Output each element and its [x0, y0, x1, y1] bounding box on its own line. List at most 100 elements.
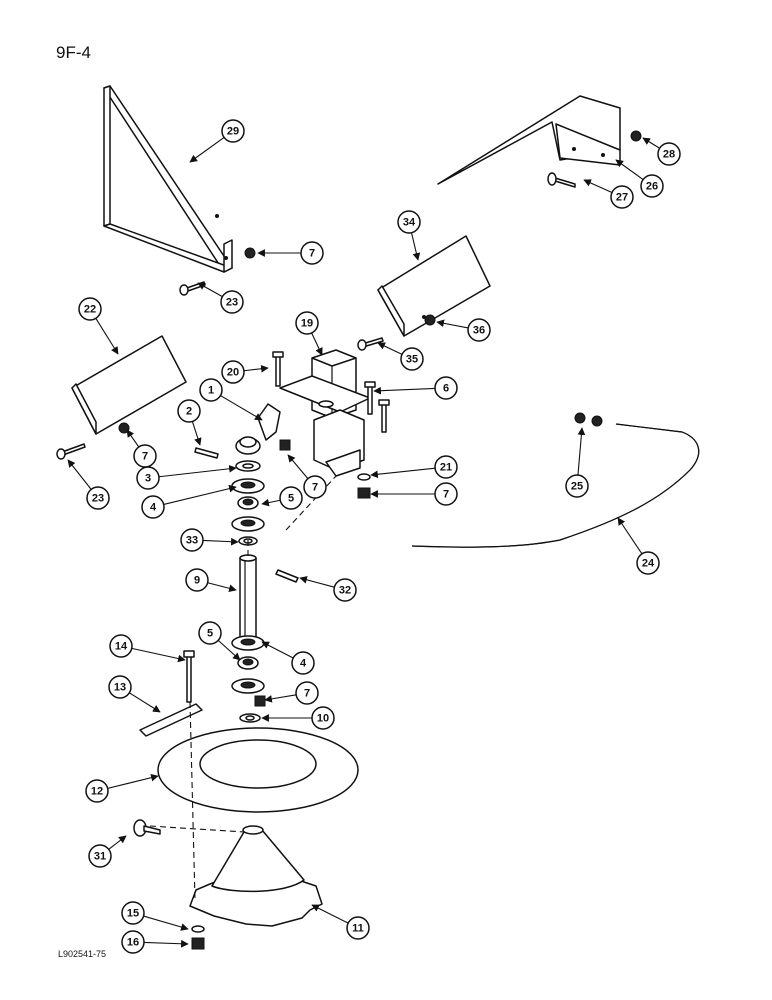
callout-27: 27	[583, 179, 634, 209]
callout-circle	[434, 482, 458, 506]
callout-leader	[207, 582, 237, 593]
callout-circle	[136, 466, 160, 490]
callout-circle	[434, 455, 458, 479]
callout-7: 7	[257, 241, 324, 265]
callout-6: 6	[373, 376, 458, 400]
callout-label: 7	[142, 451, 148, 463]
callout-35: 35	[377, 342, 424, 371]
callout-circle	[400, 347, 424, 371]
callout-label: 34	[403, 217, 416, 229]
callout-leader	[191, 421, 202, 446]
callout-label: 32	[339, 585, 351, 597]
part-21-washer	[357, 473, 371, 481]
part-10-washer	[239, 713, 261, 723]
callout-label: 23	[92, 493, 104, 505]
part-4-flange-lower	[231, 516, 265, 532]
callout-circle	[198, 621, 222, 645]
callout-label: 5	[207, 628, 213, 640]
callout-circle	[346, 916, 370, 940]
callout-16: 16	[121, 930, 189, 954]
callout-leader	[189, 136, 225, 163]
callout-label: 20	[227, 367, 239, 379]
callout-label: 9	[194, 575, 200, 587]
callout-label: 3	[145, 473, 151, 485]
callout-circle	[434, 376, 458, 400]
callout-1: 1	[199, 378, 263, 421]
callout-leader	[261, 498, 281, 507]
callout-label: 7	[312, 482, 318, 494]
callout-31: 31	[88, 835, 127, 868]
callout-22: 22	[78, 297, 119, 355]
callout-leader	[107, 773, 159, 789]
callout-label: 14	[115, 641, 128, 653]
callout-circle	[85, 779, 109, 803]
part-6-bolts	[364, 381, 390, 433]
callout-3: 3	[136, 464, 237, 490]
callout-circle	[221, 360, 245, 384]
callout-label: 22	[84, 304, 96, 316]
part-27-bolt	[547, 172, 576, 188]
part-7-nut-left	[118, 422, 130, 434]
callout-circle	[78, 297, 102, 321]
callout-10: 10	[261, 706, 335, 730]
callout-36: 36	[436, 318, 491, 342]
callout-leader	[129, 692, 161, 713]
callout-circle	[221, 119, 245, 143]
callout-circle	[303, 475, 327, 499]
callout-4: 4	[141, 484, 237, 519]
callout-label: 7	[309, 248, 315, 260]
callout-label: 2	[186, 406, 192, 418]
callout-29: 29	[189, 119, 245, 163]
callout-label: 31	[94, 851, 106, 863]
callout-circle	[565, 474, 589, 498]
callout-19: 19	[295, 311, 323, 356]
part-34-shield	[377, 235, 491, 337]
callout-label: 4	[300, 658, 307, 670]
part-24-rod	[411, 423, 700, 548]
callout-circle	[141, 495, 165, 519]
callout-label: 7	[443, 489, 449, 501]
callout-label: 36	[473, 325, 485, 337]
callout-circle	[300, 241, 324, 265]
callout-leader	[373, 386, 436, 395]
part-29-side-panel	[103, 85, 233, 273]
callout-label: 26	[646, 181, 658, 193]
callout-circle	[88, 844, 112, 868]
callout-7: 7	[370, 482, 458, 506]
callout-label: 35	[406, 354, 418, 366]
callout-circle	[636, 551, 660, 575]
assembly-lines	[149, 475, 337, 901]
callout-leader	[158, 464, 237, 478]
callout-leader	[436, 319, 469, 329]
callout-5: 5	[198, 621, 241, 661]
callout-leader	[370, 467, 436, 479]
callout-label: 24	[642, 558, 655, 570]
callout-leader	[410, 232, 421, 261]
part-36-nut	[424, 314, 436, 326]
callout-21: 21	[370, 455, 458, 479]
callout-7: 7	[264, 681, 319, 705]
part-7-nut-top	[244, 247, 256, 259]
part-7-nut-bracket	[357, 487, 371, 499]
part-14-bolt	[183, 650, 195, 703]
callout-label: 1	[208, 385, 214, 397]
part-4-flange-upper	[231, 478, 265, 494]
callout-26: 26	[615, 159, 664, 198]
part-2-key	[194, 447, 219, 459]
callout-leader	[197, 282, 223, 298]
callout-label: 21	[440, 462, 452, 474]
callout-circle	[185, 568, 209, 592]
callout-leader	[143, 915, 189, 931]
callout-23: 23	[67, 459, 110, 510]
part-31-fitting	[133, 819, 161, 837]
callout-label: 25	[571, 481, 583, 493]
callout-leader	[217, 639, 241, 661]
part-19-gearbox-bracket	[279, 349, 371, 477]
callout-leader	[264, 694, 297, 703]
part-26-deflector-plate	[437, 95, 621, 185]
callout-circle	[180, 528, 204, 552]
part-25-nuts	[574, 412, 603, 427]
callout-label: 5	[288, 493, 294, 505]
callout-14: 14	[109, 634, 186, 663]
